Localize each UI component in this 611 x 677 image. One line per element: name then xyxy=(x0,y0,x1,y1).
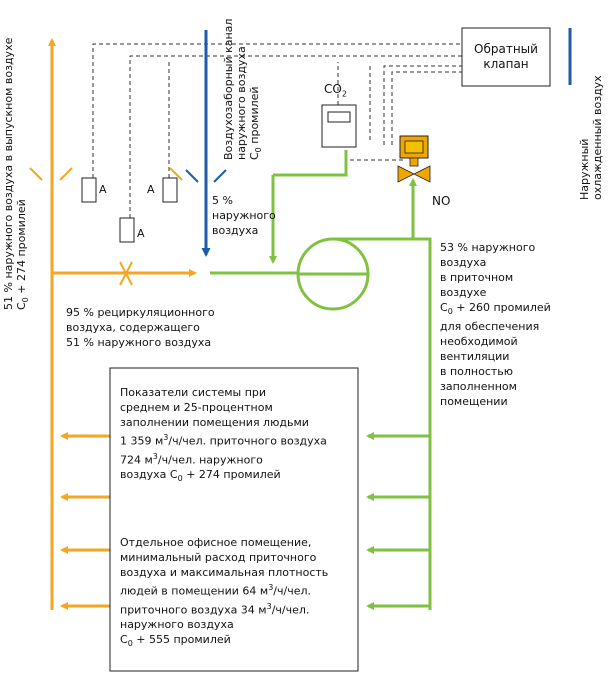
valve-actuator xyxy=(397,135,431,183)
no-label: NO xyxy=(432,194,451,208)
check-valve-label: Обратный клапан xyxy=(474,42,538,71)
intake-channel-label: Воздухозаборный канал наружного воздуха … xyxy=(222,18,264,160)
info-box-text-1: Показатели системы при среднем и 25-проц… xyxy=(120,386,327,484)
sensor-a-label-2: A xyxy=(137,227,145,240)
blue-flow xyxy=(185,28,572,257)
sensor-a-label-1: A xyxy=(99,183,107,196)
sensor-box-1 xyxy=(81,177,97,203)
supply-53-label: 53 % наружного воздуха в приточном возду… xyxy=(440,241,551,409)
recirc-label: 95 % рециркуляционного воздуха, содержащ… xyxy=(66,306,215,349)
outdoor-5-label: 5 % наружного воздуха xyxy=(212,194,276,237)
green-flow xyxy=(210,150,432,610)
damper-exhaust xyxy=(29,167,43,181)
info-box xyxy=(109,367,359,672)
orange-flow xyxy=(29,38,197,610)
exhaust-air-label: 51 % наружного воздуха в выпускном возду… xyxy=(2,37,31,310)
control-line-top xyxy=(92,43,462,178)
check-valve-box xyxy=(461,27,551,87)
sensor-box-3 xyxy=(162,177,178,203)
co2-sensor xyxy=(321,104,357,148)
co2-label: CO2 xyxy=(324,82,347,99)
cooled-air-label: Наружный охлажденный воздух xyxy=(578,75,604,200)
sensor-a-label-3: A xyxy=(147,183,155,196)
info-box-text-2: Отдельное офисное помещение, минимальный… xyxy=(120,536,329,649)
sensor-box-2 xyxy=(119,217,135,243)
